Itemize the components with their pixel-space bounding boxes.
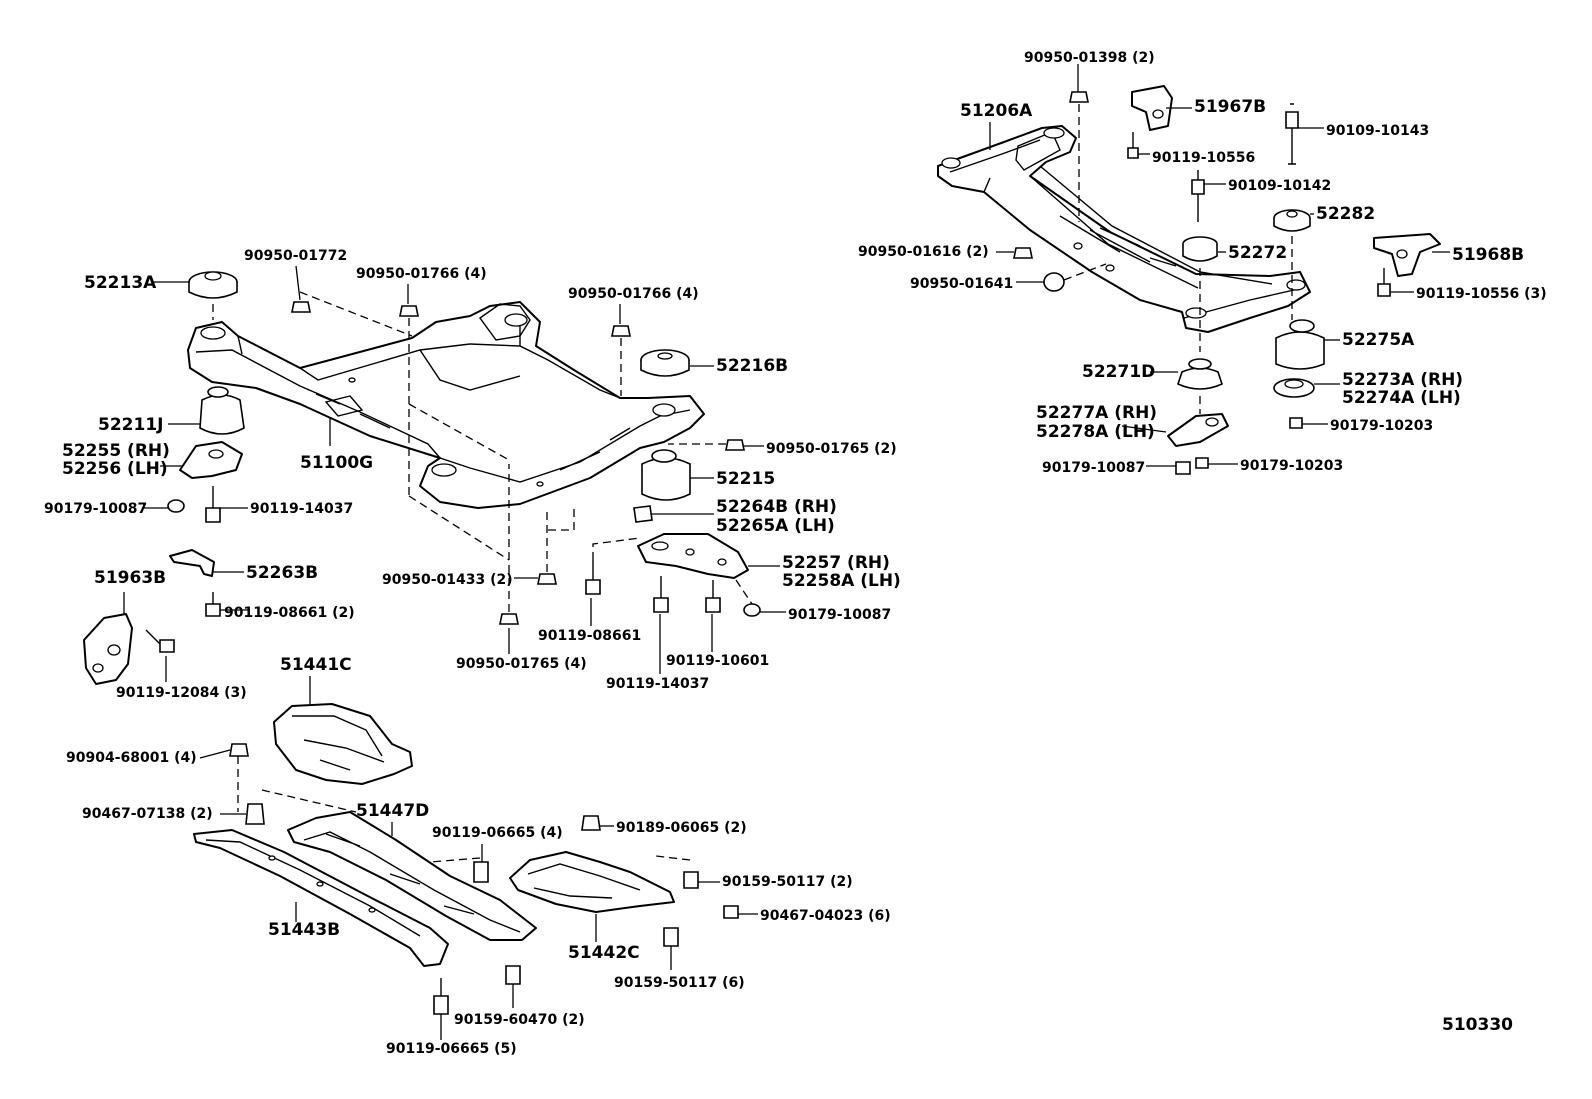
under-covers	[193, 703, 739, 1015]
part-label-l24: 90950-01766 (4)	[568, 286, 699, 302]
part-label-l35: 52264B (RH)	[716, 497, 837, 517]
part-label-l46: 90950-01765 (4)	[456, 656, 587, 672]
front-crossmember-51100G	[187, 301, 705, 509]
front-small-parts	[83, 271, 761, 685]
part-number-labels: 90950-01398 (2) 51206A 51967B 90109-10143 90…	[44, 50, 1547, 1057]
rear-leader-lines	[989, 64, 1450, 467]
part-label-l10: 90950-01616 (2)	[858, 244, 989, 260]
part-label-l06: 90109-10142	[1228, 178, 1331, 194]
part-label-l29: 52255 (RH)	[62, 441, 170, 461]
part-label-l22: 90950-01772	[244, 248, 347, 264]
part-label-l19: 90179-10203	[1330, 418, 1433, 434]
part-label-l36: 52265A (LH)	[716, 516, 835, 536]
front-leader-lines	[123, 265, 786, 682]
part-label-l13: 52275A	[1342, 330, 1415, 350]
part-label-l12: 90119-10556 (3)	[1416, 286, 1547, 302]
part-label-l34: 90119-14037	[250, 501, 353, 517]
part-label-l20: 90179-10087	[1042, 460, 1145, 476]
part-label-l55: 90159-50117 (2)	[722, 874, 853, 890]
part-label-l31: 90950-01765 (2)	[766, 441, 897, 457]
part-label-l47: 51441C	[280, 655, 352, 675]
part-label-l48: 90119-14037	[606, 676, 709, 692]
part-label-l01: 90950-01398 (2)	[1024, 50, 1155, 66]
part-label-l57: 51443B	[268, 920, 340, 940]
part-label-l51: 90467-07138 (2)	[82, 806, 213, 822]
part-label-l49: 90119-12084 (3)	[116, 685, 247, 701]
part-label-l62: 510330	[1442, 1015, 1513, 1035]
part-label-l14: 52271D	[1082, 362, 1155, 382]
part-label-l16: 52274A (LH)	[1342, 388, 1461, 408]
part-label-l43: 90179-10087	[788, 607, 891, 623]
part-label-l30: 52256 (LH)	[62, 459, 168, 479]
part-label-l18: 52278A (LH)	[1036, 422, 1155, 442]
part-label-l56: 90467-04023 (6)	[760, 908, 891, 924]
part-label-l54: 90119-06665 (4)	[432, 825, 563, 841]
part-label-l60: 90159-60470 (2)	[454, 1012, 585, 1028]
part-label-l23: 90950-01766 (4)	[356, 266, 487, 282]
rear-crossmember-51206A	[937, 125, 1311, 333]
part-label-l50: 90904-68001 (4)	[66, 750, 197, 766]
part-label-l42: 90119-08661 (2)	[224, 605, 355, 621]
part-label-l58: 51442C	[568, 943, 640, 963]
part-label-l37: 52257 (RH)	[782, 553, 890, 573]
part-label-l02: 51206A	[960, 101, 1033, 121]
part-label-l40: 51963B	[94, 568, 166, 588]
part-label-l52: 51447D	[356, 801, 429, 821]
part-label-l21: 90179-10203	[1240, 458, 1343, 474]
part-label-l15: 52273A (RH)	[1342, 370, 1463, 390]
part-label-l25: 52213A	[84, 273, 157, 293]
cover-leader-lines	[199, 676, 758, 1040]
part-label-l53: 90189-06065 (2)	[616, 820, 747, 836]
part-label-l45: 90119-10601	[666, 653, 769, 669]
part-label-l26: 52216B	[716, 356, 788, 376]
part-label-l32: 52215	[716, 469, 775, 489]
part-label-l04: 90109-10143	[1326, 123, 1429, 139]
part-label-l08: 51968B	[1452, 245, 1524, 265]
part-label-l09: 52272	[1228, 243, 1287, 263]
part-label-l17: 52277A (RH)	[1036, 403, 1157, 423]
part-label-l39: 52263B	[246, 563, 318, 583]
rear-small-parts	[1013, 85, 1441, 475]
part-label-l05: 90119-10556	[1152, 150, 1255, 166]
part-label-l59: 90159-50117 (6)	[614, 975, 745, 991]
part-label-l11: 90950-01641	[910, 276, 1013, 292]
part-label-l33: 90179-10087	[44, 501, 147, 517]
part-label-l28: 51100G	[300, 453, 373, 473]
part-label-l41: 90950-01433 (2)	[382, 572, 513, 588]
part-label-l61: 90119-06665 (5)	[386, 1041, 517, 1057]
part-label-l38: 52258A (LH)	[782, 571, 901, 591]
part-label-l03: 51967B	[1194, 97, 1266, 117]
part-label-l07: 52282	[1316, 204, 1375, 224]
part-label-l27: 52211J	[98, 415, 163, 435]
part-label-l44: 90119-08661	[538, 628, 641, 644]
